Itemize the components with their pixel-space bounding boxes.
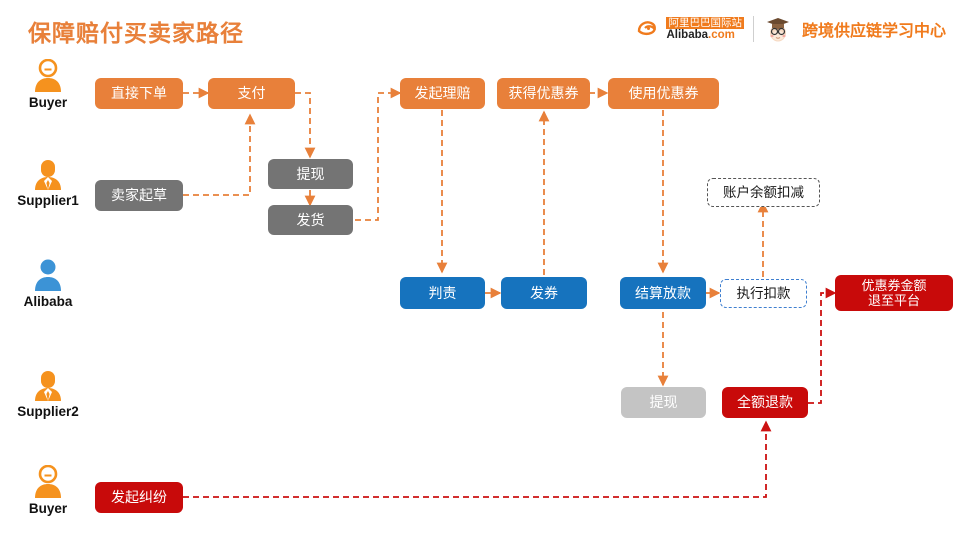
node-seller-draft[interactable]: 卖家起草 — [95, 180, 183, 211]
buyer-person-icon — [2, 57, 94, 93]
edge-ship-to-claim — [355, 87, 402, 221]
node-issue-coupon[interactable]: 发券 — [501, 277, 587, 309]
node-pay[interactable]: 支付 — [208, 78, 295, 109]
brand-divider — [752, 16, 754, 42]
node-use-coupon[interactable]: 使用优惠券 — [608, 78, 719, 109]
supplier-person-icon — [2, 155, 94, 191]
node-get-coupon[interactable]: 获得优惠券 — [497, 78, 590, 109]
actor-label: Buyer — [28, 95, 68, 110]
node-file-claim[interactable]: 发起理赔 — [400, 78, 485, 109]
node-settle-payout[interactable]: 结算放款 — [620, 277, 706, 309]
actor-label: Supplier1 — [17, 193, 79, 208]
node-raise-dispute[interactable]: 发起纠纷 — [95, 482, 183, 513]
edge-dispute-to-refund — [183, 420, 772, 498]
alibaba-mark-icon — [636, 18, 662, 40]
alibaba-wordmark: 阿里巴巴国际站 Alibaba.com — [666, 16, 744, 42]
actor-buyer-bottom: Buyer — [2, 463, 94, 516]
edge-draft-to-pay — [183, 113, 256, 196]
node-full-refund[interactable]: 全额退款 — [722, 387, 808, 418]
buyer-person-icon — [2, 463, 94, 499]
actor-alibaba: Alibaba — [2, 256, 94, 309]
node-ship[interactable]: 发货 — [268, 205, 353, 235]
actor-label: Alibaba — [23, 294, 73, 309]
learning-center-label: 跨境供应链学习中心 — [801, 23, 946, 40]
node-coupon-return[interactable]: 优惠券金额 退至平台 — [835, 275, 953, 311]
page-title: 保障赔付买卖家路径 — [28, 20, 244, 46]
actor-label: Supplier2 — [17, 404, 79, 419]
node-balance-deduct[interactable]: 账户余额扣减 — [707, 178, 820, 207]
brand-bar: 阿里巴巴国际站 Alibaba.com 跨境供应链学习中心 — [636, 12, 946, 46]
actor-buyer-top: Buyer — [2, 57, 94, 110]
actor-supplier2: Supplier2 — [2, 366, 94, 419]
alibaba-en-label: Alibaba.com — [666, 29, 735, 41]
node-execute-deduct[interactable]: 执行扣款 — [720, 279, 807, 308]
edge-pay-to-withdraw1 — [295, 92, 316, 159]
node-withdraw-supplier1[interactable]: 提现 — [268, 159, 353, 189]
alibaba-logo: 阿里巴巴国际站 Alibaba.com — [636, 16, 744, 42]
node-place-order[interactable]: 直接下单 — [95, 78, 183, 109]
mascot-graduate-icon — [763, 14, 793, 44]
actor-label: Buyer — [28, 501, 68, 516]
alibaba-cn-label: 阿里巴巴国际站 — [666, 16, 744, 29]
node-withdraw-supplier2[interactable]: 提现 — [621, 387, 706, 418]
supplier-person-icon — [2, 366, 94, 402]
alibaba-person-icon — [2, 256, 94, 292]
node-assign-liability[interactable]: 判责 — [400, 277, 485, 309]
edge-refund-to-couponreturn — [808, 287, 837, 404]
actor-supplier1: Supplier1 — [2, 155, 94, 208]
